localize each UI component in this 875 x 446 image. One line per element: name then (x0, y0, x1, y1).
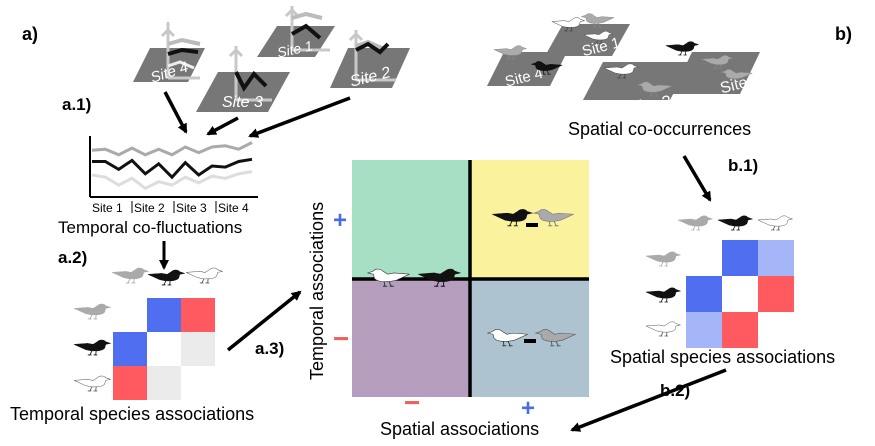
panel-b-label: b) (835, 24, 852, 44)
step-a2-label: a.2) (58, 248, 87, 267)
matrix-cell (181, 298, 215, 332)
arrow (682, 155, 712, 202)
matrix-cell (758, 276, 794, 312)
matrix-cell (722, 240, 758, 276)
site-tile-temporal: Site 4 (133, 22, 205, 87)
quadrant-plot: + − − + Temporal associations Spatial as… (307, 160, 589, 439)
matrix-cell (686, 312, 722, 348)
timeseries-ticks: Site 1 Site 2 Site 3 Site 4 (92, 201, 249, 215)
site-tile-spatial: Site 4 (487, 45, 567, 91)
matrix-cell (113, 332, 147, 366)
site-tile-temporal: Site 1 (257, 6, 335, 61)
tick-label: Site 3 (176, 201, 207, 215)
site-label: Site 1 (276, 37, 314, 60)
bird-icon-black (717, 215, 754, 231)
site-tile-spatial: Site 3 (583, 62, 690, 118)
arrow (570, 368, 727, 432)
step-a3-label: a.3) (255, 339, 284, 358)
x-minus-sign: − (404, 387, 420, 418)
quadrant-bottom-left (352, 279, 470, 397)
matrix-cell (147, 366, 181, 400)
matrix-cell (181, 332, 215, 366)
arrow (206, 116, 239, 136)
site-tile-temporal: Site 3 (196, 46, 290, 112)
arrow (248, 96, 351, 138)
tick-label: Site 4 (218, 201, 249, 215)
step-b1-label: b.1) (728, 156, 758, 175)
bird-icon-black (645, 287, 682, 303)
matrix-cell (686, 276, 722, 312)
quadrant-top-left (352, 160, 470, 279)
bird-icon-white (73, 375, 111, 392)
matrix-cell (758, 240, 794, 276)
spatial-matrix-block: Spatial species associations (610, 215, 835, 367)
site-label: Site 3 (222, 94, 263, 111)
temporal-matrix-block: Temporal species associations (10, 241, 254, 424)
matrix-cell (722, 312, 758, 348)
matrix-cell (722, 276, 758, 312)
matrix-cell (686, 240, 722, 276)
spatial-matrix (686, 240, 794, 348)
timeseries-chart: Site 1 Site 2 Site 3 Site 4 Temporal co-… (58, 136, 258, 237)
arrows-temporal (163, 91, 351, 138)
matrix-cell (147, 298, 181, 332)
spatial-caption: Spatial co-occurrences (568, 119, 751, 139)
timeseries-line (91, 141, 253, 157)
arrow (163, 91, 188, 134)
matrix-cell (758, 312, 794, 348)
temporal-matrix (113, 298, 215, 400)
x-plus-sign: + (521, 395, 535, 422)
tick-label: Site 1 (92, 201, 123, 215)
bird-icon-black (147, 269, 185, 286)
x-axis-label: Spatial associations (380, 419, 539, 439)
arrow (226, 290, 302, 352)
y-minus-sign: − (333, 323, 349, 354)
bird-icon-white (185, 267, 223, 284)
quadrant-bottom-right (470, 279, 589, 397)
spatial-site-tiles: Site 1 Site 4 Site 3 Site 2 (487, 13, 762, 118)
bird-icon-gray (645, 251, 682, 267)
timeseries-line (91, 170, 253, 191)
step-a1-label: a.1) (62, 95, 91, 114)
y-axis-label: Temporal associations (307, 202, 327, 380)
matrix-cell (113, 366, 147, 400)
y-plus-sign: + (333, 207, 347, 234)
site-tile-spatial: Site 2 (665, 41, 762, 97)
temporal-site-tiles: Site 4 Site 1 Site 3 Site 2 (133, 6, 410, 112)
matrix-cell (181, 366, 215, 400)
bird-icon-gray (677, 215, 714, 231)
timeseries-lines (91, 141, 253, 191)
matrix-cell (147, 332, 181, 366)
matrix-cell (113, 298, 147, 332)
bird-icon-gray (73, 303, 111, 320)
bird-icon-white (645, 321, 682, 337)
timeseries-caption: Temporal co-fluctuations (58, 218, 242, 237)
temporal-matrix-caption: Temporal species associations (10, 404, 254, 424)
timeseries-line (92, 157, 253, 180)
quadrant-top-right (470, 160, 589, 279)
bird-icon-gray (111, 267, 149, 284)
spatial-matrix-caption: Spatial species associations (610, 347, 835, 367)
bird-icon-white (757, 215, 794, 231)
bird-icon-black (73, 339, 111, 356)
panel-a-label: a) (22, 24, 38, 44)
tick-label: Site 2 (134, 201, 165, 215)
site-tile-temporal: Site 2 (330, 30, 410, 91)
